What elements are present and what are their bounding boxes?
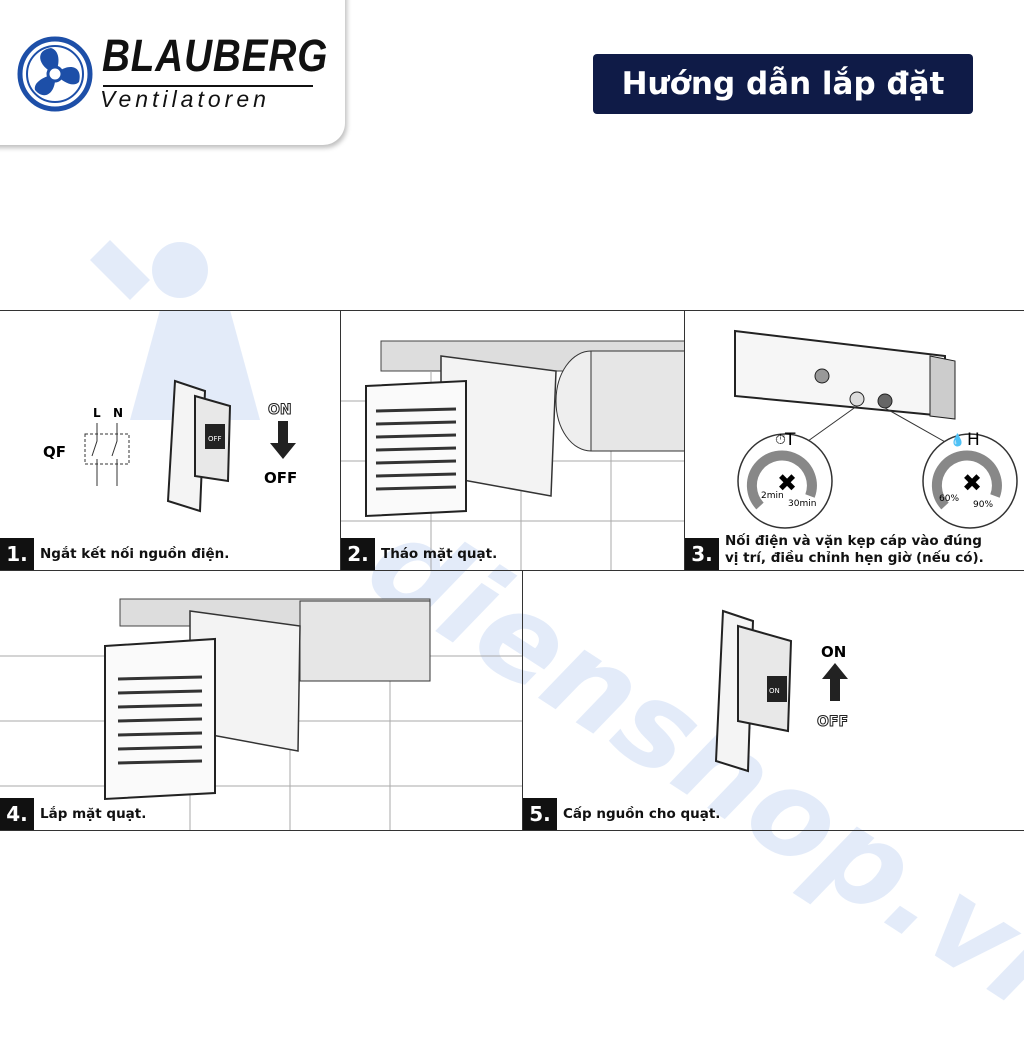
step-1-panel: QF L N OFF ON OFF 1. Ngắt kết nối nguồn … xyxy=(0,310,341,571)
step-caption: Tháo mặt quạt. xyxy=(381,546,498,562)
svg-text:ON: ON xyxy=(769,687,780,695)
step-2-panel: 2. Tháo mặt quạt. xyxy=(340,310,685,571)
humidity-h-label: H xyxy=(967,430,980,450)
knob-x-icon: ✖ xyxy=(962,469,982,497)
humidity-min: 60% xyxy=(939,494,959,504)
brand-divider xyxy=(103,85,313,87)
logo-card: BLAUBERG Ventilatoren xyxy=(0,0,345,145)
caption-line: Nối điện và vặn kẹp cáp vào đúng xyxy=(725,533,982,549)
step-caption: Nối điện và vặn kẹp cáp vào đúng vị trí,… xyxy=(725,533,984,567)
breaker-on-illustration: ON ON OFF xyxy=(714,609,849,773)
brand-name: BLAUBERG xyxy=(102,30,329,81)
l-label: L xyxy=(93,406,101,420)
step-number: 5. xyxy=(523,798,557,830)
on-label: ON xyxy=(268,402,292,418)
timer-t-label: T xyxy=(784,430,796,450)
wiring-timer-illustration: ✖ T ⏱ 2min 30min ✖ H 💧 60% 90% xyxy=(734,329,1018,529)
breaker-off-illustration: QF L N OFF ON OFF xyxy=(43,379,297,513)
timer-max: 30min xyxy=(788,499,816,509)
step-number: 1. xyxy=(0,538,34,570)
step-caption: Ngắt kết nối nguồn điện. xyxy=(40,546,230,562)
droplets-icon: 💧 xyxy=(950,433,965,447)
step-caption: Lắp mặt quạt. xyxy=(40,806,147,822)
step-4-panel: 4. Lắp mặt quạt. xyxy=(0,570,523,831)
step-number: 3. xyxy=(685,538,719,570)
page-title: Hướng dẫn lắp đặt xyxy=(593,54,973,114)
step-number: 2. xyxy=(341,538,375,570)
fan-logo-icon xyxy=(17,36,93,112)
step-caption: Cấp nguồn cho quạt. xyxy=(563,806,721,822)
brand-subtitle: Ventilatoren xyxy=(100,86,270,112)
remove-cover-illustration xyxy=(341,340,684,570)
knob-x-icon: ✖ xyxy=(777,469,797,497)
install-cover-illustration xyxy=(0,598,522,830)
step-3-panel: ✖ T ⏱ 2min 30min ✖ H 💧 60% 90% 3. Nối đi… xyxy=(684,310,1024,571)
off-label: OFF xyxy=(264,469,297,487)
step-number: 4. xyxy=(0,798,34,830)
on-label: ON xyxy=(821,643,846,661)
humidity-max: 90% xyxy=(973,500,993,510)
off-label: OFF xyxy=(817,714,848,730)
step-5-panel: ON ON OFF 5. Cấp nguồn cho quạt. xyxy=(522,570,1024,831)
svg-text:OFF: OFF xyxy=(208,435,222,443)
caption-line: vị trí, điều chỉnh hẹn giờ (nếu có). xyxy=(725,550,984,566)
clock-icon: ⏱ xyxy=(775,432,786,448)
n-label: N xyxy=(113,406,123,420)
timer-min: 2min xyxy=(761,491,784,501)
qf-label: QF xyxy=(43,443,66,461)
